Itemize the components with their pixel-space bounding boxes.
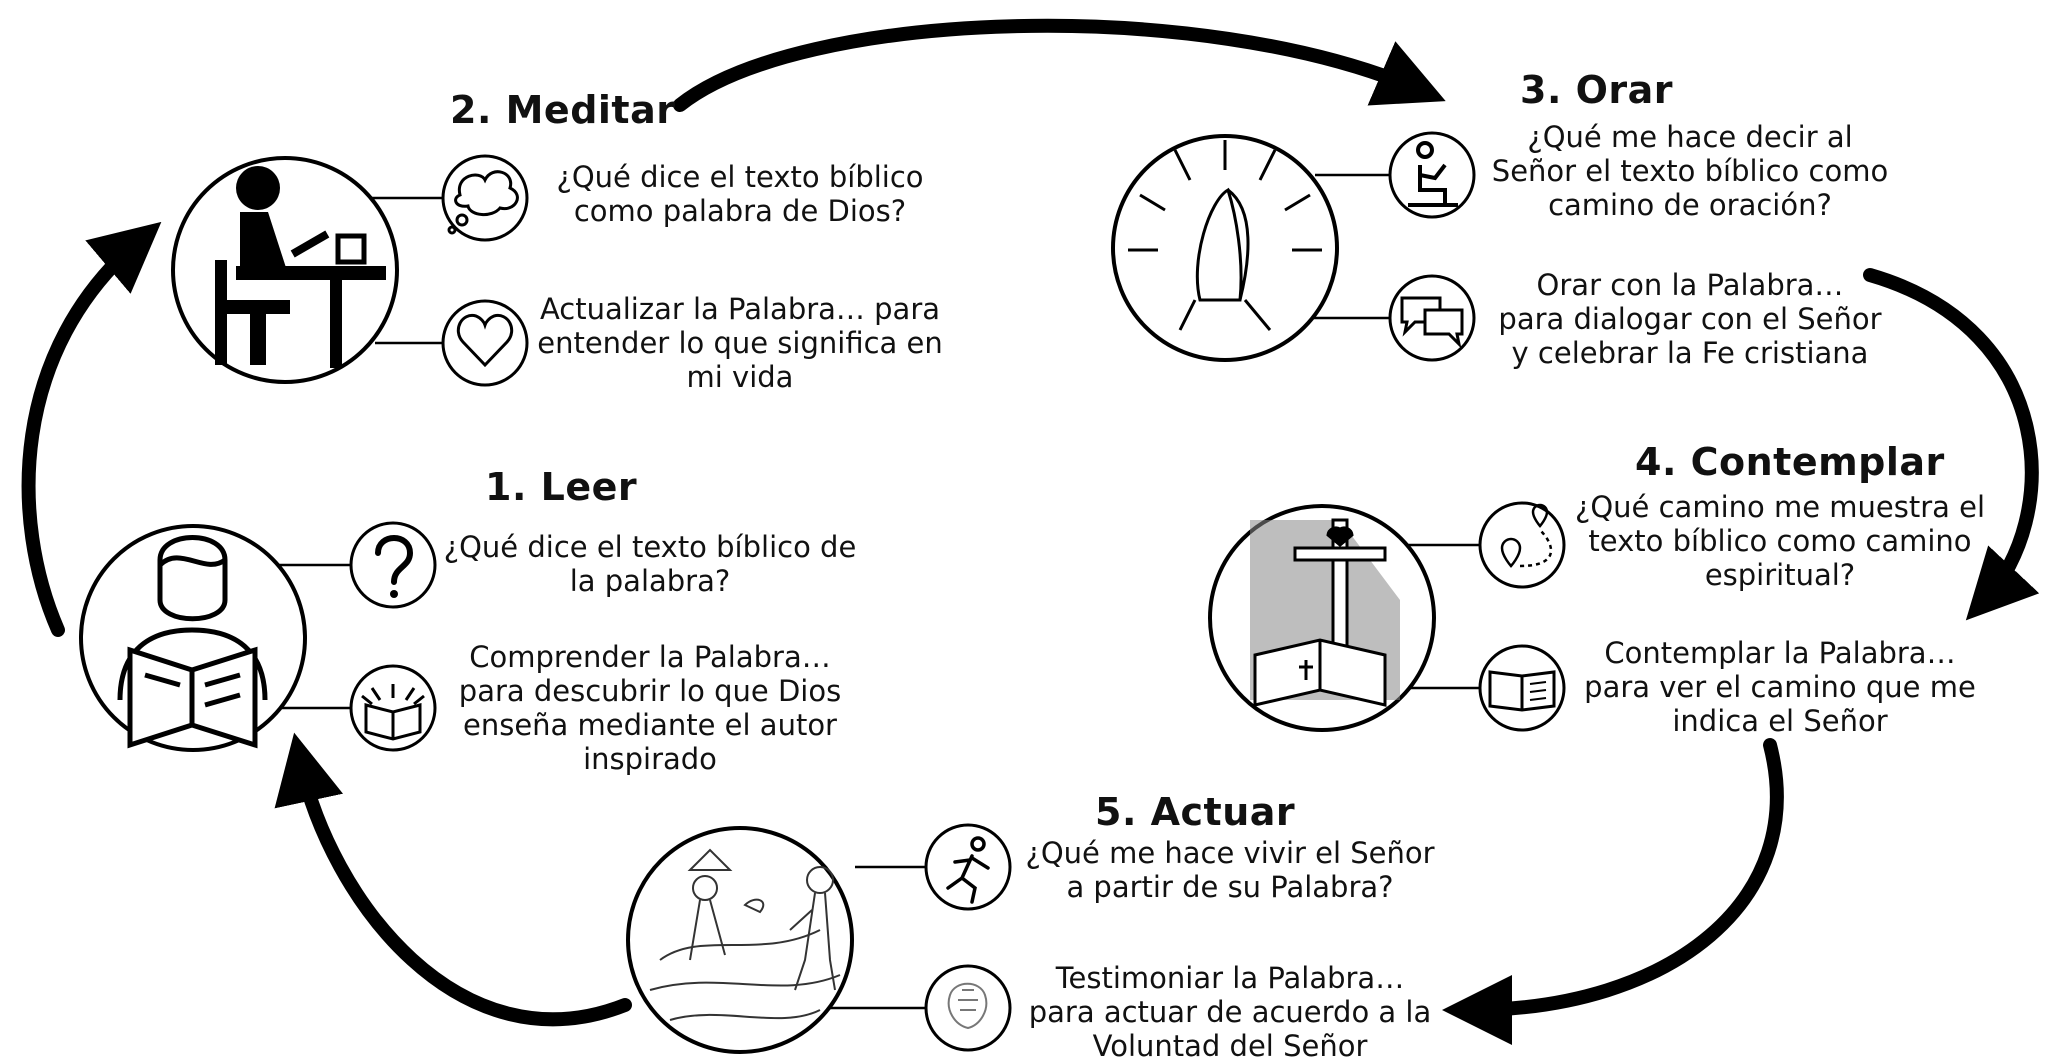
- contemplar-question-icon: [1478, 501, 1566, 589]
- actuar-question: ¿Qué me hace vivir el Señor a partir de …: [1025, 836, 1435, 904]
- contemplar-image: [1208, 504, 1436, 732]
- chat-bubbles-icon: [1400, 296, 1464, 349]
- leer-question: ¿Qué dice el texto bíblico de la palabra…: [443, 530, 857, 598]
- meditar-action-icon: [441, 299, 529, 387]
- person-studying-at-desk-icon: [215, 166, 386, 368]
- actuar-image: [626, 826, 854, 1054]
- meditar-title: 2. Meditar: [450, 88, 676, 132]
- orar-action: Orar con la Palabra… para dialogar con e…: [1498, 268, 1882, 370]
- two-people-on-path-sketch-icon: [649, 848, 841, 1021]
- glowing-open-book-icon: [361, 684, 425, 741]
- leer-title: 1. Leer: [485, 465, 638, 509]
- meditar-question-icon: [441, 154, 529, 242]
- person-reading-book-icon: [117, 535, 268, 749]
- question-mark-icon: [375, 535, 414, 598]
- actuar-action: Testimoniar la Palabra… para actuar de a…: [1028, 961, 1432, 1063]
- sketch-emblem-icon: [947, 982, 988, 1030]
- cross-and-bible-icon: [1250, 518, 1400, 707]
- meditar-question: ¿Qué dice el texto bíblico como palabra …: [556, 160, 924, 228]
- cycle-arrow-orar-to-contemplar: [1863, 268, 2040, 621]
- running-person-icon: [946, 836, 990, 904]
- leer-action-icon: [349, 664, 437, 752]
- leer-action: Comprender la Palabra… para descubrir lo…: [458, 640, 842, 776]
- heart-icon: [456, 313, 514, 368]
- actuar-title: 5. Actuar: [1095, 790, 1296, 834]
- open-bible-icon: [1488, 670, 1556, 712]
- orar-question-icon: [1388, 131, 1476, 219]
- orar-image: [1111, 134, 1339, 362]
- actuar-action-icon: [924, 964, 1012, 1052]
- praying-hands-icon: [1128, 140, 1322, 331]
- kneeling-prayer-icon: [1408, 141, 1458, 207]
- contemplar-action-icon: [1478, 644, 1566, 732]
- orar-question: ¿Qué me hace decir al Señor el texto bíb…: [1491, 120, 1889, 222]
- meditar-image: [171, 156, 399, 384]
- meditar-action: Actualizar la Palabra… para entender lo …: [537, 292, 943, 394]
- contemplar-question: ¿Qué camino me muestra el texto bíblico …: [1574, 490, 1986, 592]
- contemplar-title: 4. Contemplar: [1635, 440, 1945, 484]
- leer-question-icon: [349, 521, 437, 609]
- cycle-arrow-actuar-to-leer: [274, 732, 632, 1027]
- map-route-icon: [1500, 503, 1553, 568]
- leer-image: [79, 524, 307, 752]
- orar-title: 3. Orar: [1520, 68, 1674, 112]
- cycle-arrow-meditar-to-orar: [673, 18, 1446, 112]
- actuar-question-icon: [924, 823, 1012, 911]
- thought-cloud-icon: [447, 170, 519, 235]
- contemplar-action: Contemplar la Palabra… para ver el camin…: [1584, 636, 1976, 738]
- cycle-arrow-leer-to-meditar: [21, 221, 162, 637]
- cycle-arrow-contemplar-to-actuar: [1442, 738, 1784, 1045]
- orar-action-icon: [1388, 274, 1476, 362]
